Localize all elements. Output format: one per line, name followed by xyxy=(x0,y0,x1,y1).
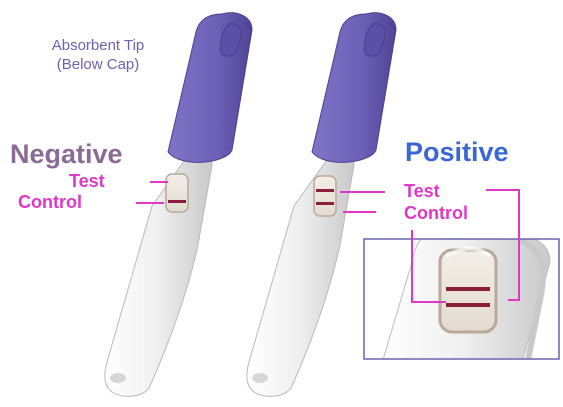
inset-test-line xyxy=(446,287,490,291)
inset-control-line xyxy=(446,303,490,307)
positive-heading: Positive xyxy=(405,137,509,168)
absorbent-tip-label: Absorbent Tip (Below Cap) xyxy=(18,36,178,74)
negative-stick-hole xyxy=(110,373,126,383)
negative-stick-body xyxy=(105,150,212,397)
positive-test-line xyxy=(316,189,334,192)
magnified-inset xyxy=(364,230,559,370)
negative-result-window xyxy=(166,174,188,212)
positive-test-label: Test xyxy=(404,181,440,202)
negative-control-line xyxy=(168,200,186,203)
negative-test-label: Test xyxy=(69,171,105,192)
positive-control-label: Control xyxy=(404,203,468,224)
absorbent-tip-line1: Absorbent Tip xyxy=(18,36,178,55)
negative-heading: Negative xyxy=(10,139,123,170)
absorbent-tip-line2: (Below Cap) xyxy=(18,55,178,74)
positive-stick-body xyxy=(247,150,354,397)
positive-stick-hole xyxy=(252,373,268,383)
positive-result-window xyxy=(314,176,336,216)
positive-control-line xyxy=(316,202,334,205)
negative-control-label: Control xyxy=(18,192,82,213)
